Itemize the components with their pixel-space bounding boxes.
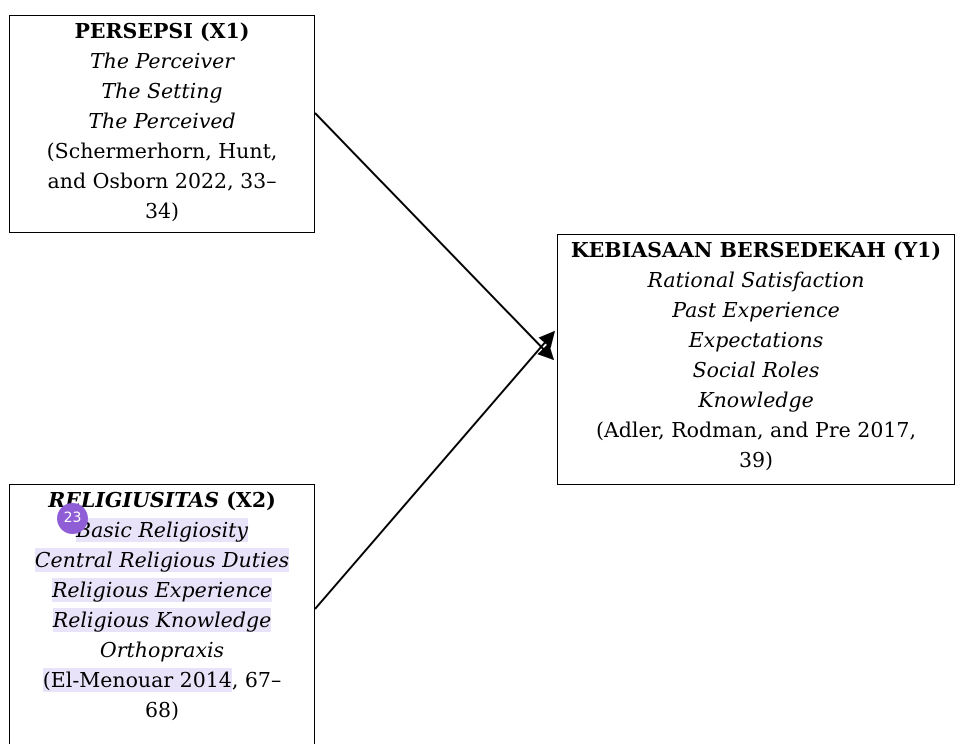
x1-indicator: The Setting	[101, 79, 223, 103]
x1-citation: 34)	[144, 199, 180, 223]
kebiasaan-bersedekah-y1-box: KEBIASAAN BERSEDEKAH (Y1) Rational Satis…	[557, 234, 955, 485]
y1-citation: 39)	[738, 448, 774, 472]
x1-citation: and Osborn 2022, 33–	[47, 169, 277, 193]
x1-citation: (Schermerhorn, Hunt,	[46, 139, 278, 163]
x2-title: RELIGIUSITAS (X2)	[10, 485, 314, 515]
y1-indicator: Social Roles	[692, 358, 820, 382]
highlighted-text: (El-Menouar 2014	[42, 668, 232, 692]
arrow-x2-to-y1	[314, 330, 556, 610]
persepsi-x1-box: PERSEPSI (X1) The Perceiver The Setting …	[9, 15, 315, 233]
y1-indicator: Expectations	[688, 328, 824, 352]
x1-indicator: The Perceived	[88, 109, 236, 133]
highlighted-text: Basic Religiosity	[76, 518, 248, 542]
y1-indicator: Knowledge	[698, 388, 814, 412]
arrow-x1-to-y1	[314, 112, 555, 361]
y1-citation: (Adler, Rodman, and Pre 2017,	[596, 418, 916, 442]
x2-citation-rest: , 67–	[231, 668, 282, 692]
x2-indicator: Basic Religiosity	[10, 515, 314, 545]
highlighted-text: Religious Knowledge	[52, 608, 272, 632]
highlighted-text: Central Religious Duties	[34, 548, 290, 572]
x2-indicator: Religious Experience	[10, 575, 314, 605]
x1-title: PERSEPSI (X1)	[74, 19, 250, 43]
x2-title-rest: (X2)	[219, 488, 276, 512]
religiusitas-x2-box: RELIGIUSITAS (X2) Basic Religiosity Cent…	[9, 484, 315, 744]
x2-indicator: Orthopraxis	[99, 638, 225, 662]
x1-indicator: The Perceiver	[89, 49, 234, 73]
x2-indicator: Religious Knowledge	[10, 605, 314, 635]
highlighted-text: Religious Experience	[51, 578, 273, 602]
x2-citation: (El-Menouar 2014, 67–	[10, 665, 314, 695]
y1-indicator: Past Experience	[672, 298, 840, 322]
y1-indicator: Rational Satisfaction	[647, 268, 865, 292]
arrows-layer	[314, 112, 556, 610]
y1-title: KEBIASAAN BERSEDEKAH (Y1)	[570, 238, 942, 262]
x2-citation: 68)	[144, 698, 180, 722]
comment-count-badge[interactable]: 23	[57, 503, 88, 534]
x2-indicator: Central Religious Duties	[10, 545, 314, 575]
